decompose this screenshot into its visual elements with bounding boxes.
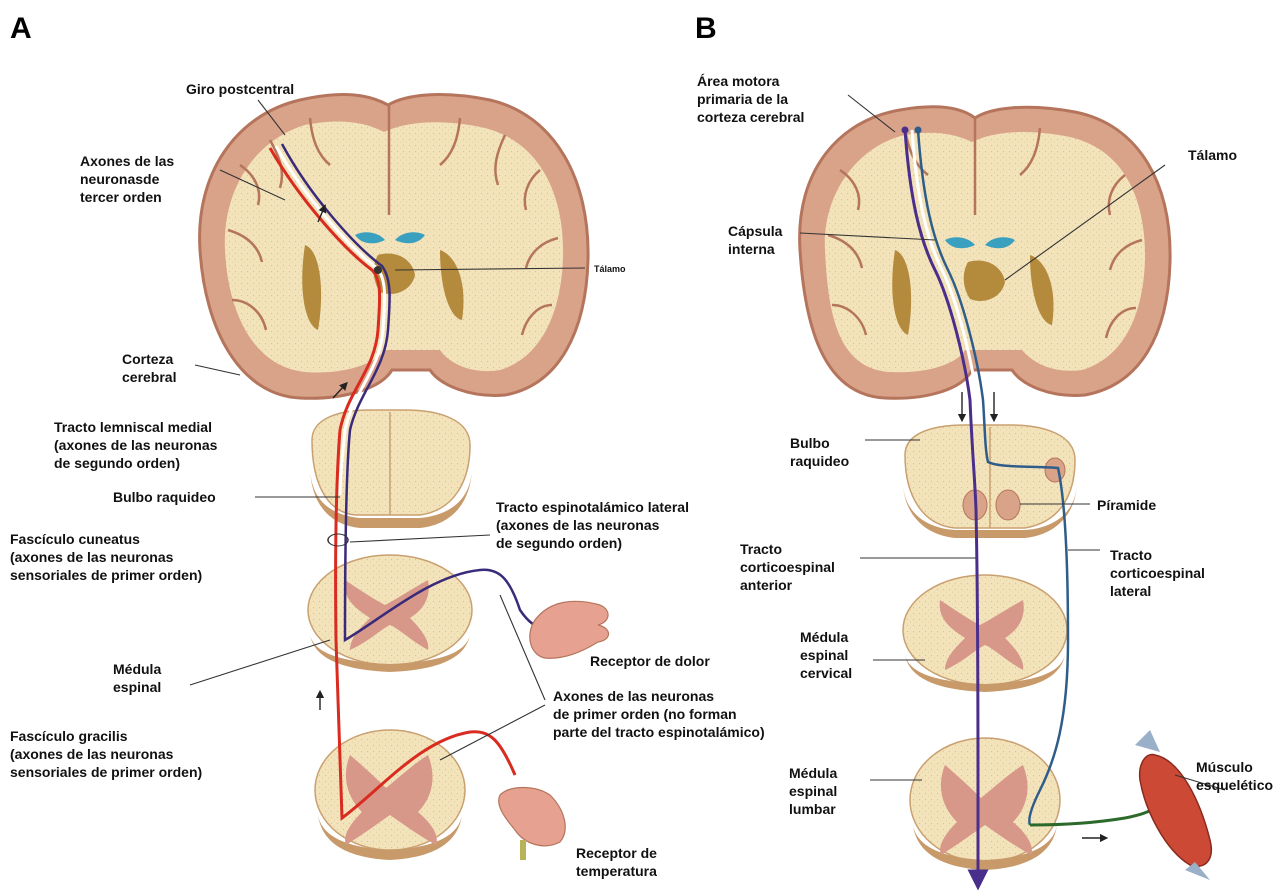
muscle-illustration bbox=[1135, 730, 1211, 880]
label-talamo-a: Tálamo bbox=[594, 264, 626, 275]
medulla-b bbox=[903, 425, 1077, 538]
label-bulbo-raquideo-a: Bulbo raquideo bbox=[113, 488, 216, 506]
label-bulbo-raquideo-b: Bulbo raquideo bbox=[790, 434, 849, 470]
foot-illustration bbox=[499, 788, 566, 861]
panel-a-letter: A bbox=[10, 12, 32, 46]
medulla-a bbox=[310, 410, 472, 528]
spinal-cord-b-cervical bbox=[903, 575, 1067, 692]
label-axones-tercer-orden: Axones de las neuronasde tercer orden bbox=[80, 152, 174, 206]
label-medula-espinal-cervical: Médula espinal cervical bbox=[800, 628, 852, 682]
panel-b-letter: B bbox=[695, 12, 717, 46]
motor-cortex-neuron-b bbox=[902, 127, 909, 134]
label-giro-postcentral: Giro postcentral bbox=[186, 80, 294, 98]
motor-cortex-neuron-b2 bbox=[915, 127, 922, 134]
label-musculo-esqueletico: Músculo esquelético bbox=[1196, 758, 1273, 794]
thalamus-a-synapse bbox=[374, 266, 382, 274]
label-medula-espinal-a: Médula espinal bbox=[113, 660, 161, 696]
label-tracto-lemniscal: Tracto lemniscal medial (axones de las n… bbox=[54, 418, 217, 472]
label-medula-espinal-lumbar: Médula espinal lumbar bbox=[789, 764, 837, 818]
label-tracto-corticoespinal-anterior: Tracto corticoespinal anterior bbox=[740, 540, 835, 594]
label-axones-primer-orden: Axones de las neuronas de primer orden (… bbox=[553, 687, 765, 741]
label-receptor-temperatura: Receptor de temperatura bbox=[576, 844, 657, 880]
spinal-cord-a-cervical bbox=[308, 555, 472, 672]
label-fasciculo-cuneatus: Fascículo cuneatus (axones de las neuron… bbox=[10, 530, 202, 584]
spinal-cord-b-lumbar bbox=[910, 738, 1060, 870]
brain-b bbox=[800, 107, 1170, 399]
hand-illustration bbox=[530, 601, 609, 658]
label-fasciculo-gracilis: Fascículo gracilis (axones de las neuron… bbox=[10, 727, 202, 781]
brain-b-white-matter bbox=[825, 132, 1145, 372]
label-corteza-cerebral: Corteza cerebral bbox=[122, 350, 176, 386]
label-talamo-b: Tálamo bbox=[1188, 146, 1237, 164]
label-area-motora: Área motora primaria de la corteza cereb… bbox=[697, 72, 804, 126]
label-receptor-dolor: Receptor de dolor bbox=[590, 652, 710, 670]
label-piramide: Píramide bbox=[1097, 496, 1156, 514]
label-tracto-corticoespinal-lateral: Tracto corticoespinal lateral bbox=[1110, 546, 1205, 600]
label-tracto-espinotalamico: Tracto espinotalámico lateral (axones de… bbox=[496, 498, 689, 552]
label-capsula-interna: Cápsula interna bbox=[728, 222, 782, 258]
spinal-cord-a-lumbar bbox=[315, 730, 465, 860]
brain-a bbox=[200, 95, 589, 399]
